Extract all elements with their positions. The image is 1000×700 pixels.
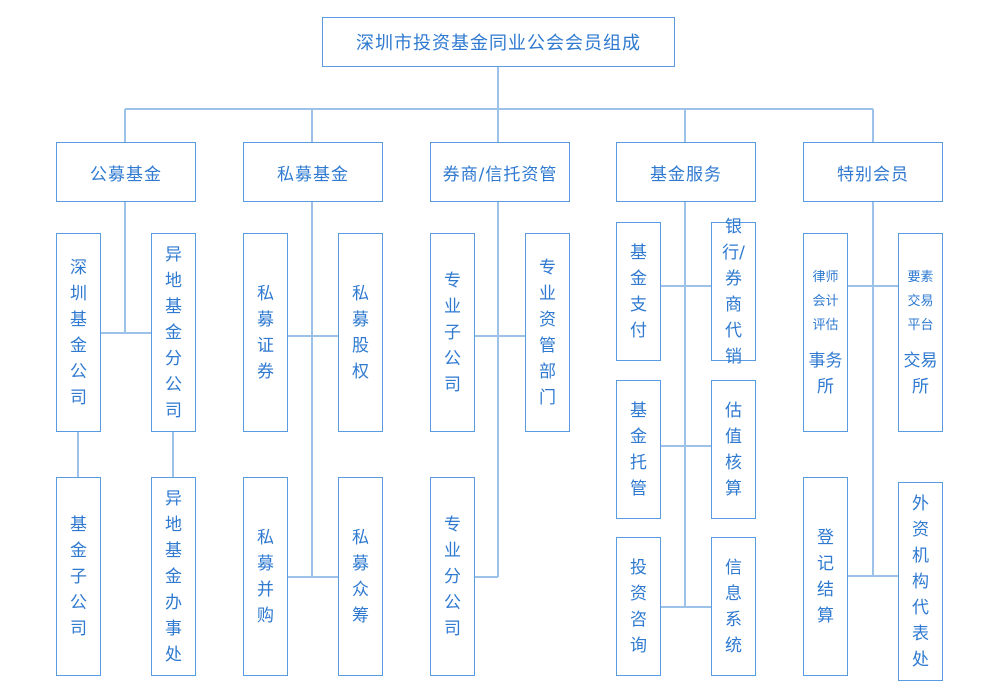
leaf-service-e: 投资咨询 xyxy=(616,537,661,676)
leaf-service-d: 估值核算 xyxy=(711,380,756,519)
leaf-special-d: 外资机构代表处 xyxy=(898,482,943,681)
category-private-fund: 私募基金 xyxy=(243,142,383,202)
leaf-public-d: 异地基金办事处 xyxy=(151,477,196,676)
leaf-private-c: 私募并购 xyxy=(243,477,288,676)
leaf-service-b: 银行/券商代销 xyxy=(711,217,756,367)
root-title-box: 深圳市投资基金同业公会会员组成 xyxy=(322,17,675,67)
category-public-fund: 公募基金 xyxy=(56,142,196,202)
leaf-public-c: 基金子公司 xyxy=(56,477,101,676)
leaf-service-c: 基金托管 xyxy=(616,380,661,519)
leaf-special-a-bottom: 事务所 xyxy=(808,350,843,397)
leaf-broker-b: 专业资管部门 xyxy=(525,233,570,432)
leaf-special-b: 要素交易平台 交易所 xyxy=(898,233,943,432)
leaf-private-d: 私募众筹 xyxy=(338,477,383,676)
leaf-special-a-top: 律师会计评估 xyxy=(812,269,839,333)
leaf-private-b: 私募股权 xyxy=(338,233,383,432)
leaf-special-a: 律师会计评估 事务所 xyxy=(803,233,848,432)
leaf-special-b-top: 要素交易平台 xyxy=(907,269,934,333)
leaf-broker-a: 专业子公司 xyxy=(430,233,475,432)
category-broker-trust: 券商/信托资管 xyxy=(430,142,570,202)
leaf-broker-c: 专业分公司 xyxy=(430,477,475,676)
leaf-special-c: 登记结算 xyxy=(803,477,848,676)
category-special-member: 特别会员 xyxy=(803,142,943,202)
leaf-private-a: 私募证券 xyxy=(243,233,288,432)
leaf-public-a: 深圳基金公司 xyxy=(56,233,101,432)
leaf-special-b-bottom: 交易所 xyxy=(903,350,938,397)
category-fund-service: 基金服务 xyxy=(616,142,756,202)
leaf-service-f: 信息系统 xyxy=(711,537,756,676)
leaf-public-b: 异地基金分公司 xyxy=(151,233,196,432)
leaf-service-a: 基金支付 xyxy=(616,222,661,361)
